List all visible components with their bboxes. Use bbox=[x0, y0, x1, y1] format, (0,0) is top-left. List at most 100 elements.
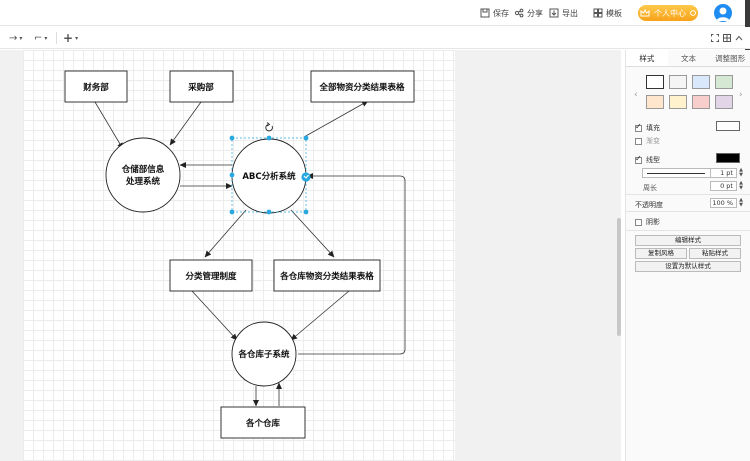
perimeter-stepper[interactable]: ▲▼ bbox=[739, 180, 743, 191]
fill-checkbox[interactable] bbox=[635, 122, 642, 132]
style-swatch[interactable] bbox=[669, 75, 687, 89]
resize-handle[interactable] bbox=[229, 209, 235, 215]
node-label: 财务部 bbox=[82, 82, 109, 93]
node-sub-system[interactable]: 各仓库子系统 bbox=[231, 321, 297, 387]
edge-each-subsystem[interactable] bbox=[290, 290, 350, 341]
connector-style-icon: ⌐ bbox=[34, 32, 43, 44]
perimeter-label: 周长 bbox=[643, 184, 657, 192]
resize-handle[interactable] bbox=[266, 135, 272, 141]
node-label: ABC分析系统 bbox=[242, 171, 296, 182]
fullscreen-icon bbox=[711, 34, 719, 42]
node-all-results[interactable]: 全部物资分类结果表格 bbox=[310, 70, 415, 103]
node-label: 处理系统 bbox=[125, 176, 161, 187]
node-warehouses[interactable]: 各个仓库 bbox=[220, 406, 306, 439]
edge-abc-each-results[interactable] bbox=[290, 209, 335, 258]
panel-divider bbox=[626, 211, 750, 212]
personal-center-button[interactable]: 个人中心 bbox=[638, 5, 698, 21]
vertical-scrollbar[interactable] bbox=[617, 218, 621, 336]
fill-label: 填充 bbox=[646, 124, 660, 132]
collapse-button[interactable] bbox=[735, 32, 743, 44]
line-width-input[interactable]: 1 pt bbox=[710, 168, 737, 178]
line-checkbox[interactable] bbox=[635, 154, 642, 164]
connect-handle[interactable] bbox=[301, 172, 311, 182]
style-swatch[interactable] bbox=[692, 95, 710, 109]
node-purchase[interactable]: 采购部 bbox=[169, 70, 234, 103]
opacity-stepper[interactable]: ▲▼ bbox=[739, 197, 743, 208]
node-finance[interactable]: 财务部 bbox=[64, 70, 128, 103]
edge-finance-storage[interactable] bbox=[94, 101, 124, 150]
chevron-right-icon[interactable]: › bbox=[739, 90, 743, 100]
edge-abc-classify[interactable] bbox=[204, 209, 247, 258]
flowchart[interactable]: 财务部 采购部 全部物资分类结果表格 仓储部信息 处理系统 ABC分析系统 bbox=[23, 50, 455, 461]
chevron-down-icon bbox=[690, 10, 696, 16]
fill-color-picker[interactable] bbox=[716, 121, 740, 131]
node-abc[interactable]: ABC分析系统 bbox=[231, 138, 307, 214]
export-button[interactable]: 导出 bbox=[549, 7, 578, 19]
canvas-area[interactable]: 财务部 采购部 全部物资分类结果表格 仓储部信息 处理系统 ABC分析系统 bbox=[0, 50, 621, 461]
shadow-label: 阴影 bbox=[646, 218, 660, 226]
share-label: 分享 bbox=[527, 8, 543, 18]
style-swatch[interactable] bbox=[646, 95, 664, 109]
chevron-left-icon[interactable]: ‹ bbox=[634, 90, 638, 100]
node-storage-info[interactable]: 仓储部信息 处理系统 bbox=[105, 137, 181, 213]
resize-handle[interactable] bbox=[266, 209, 272, 215]
arrow-style-dropdown[interactable]: → ▾ bbox=[9, 32, 22, 44]
chevron-up-icon bbox=[735, 35, 743, 41]
style-swatch[interactable] bbox=[692, 75, 710, 89]
diagram-page[interactable]: 财务部 采购部 全部物资分类结果表格 仓储部信息 处理系统 ABC分析系统 bbox=[23, 50, 455, 461]
tab-arrange[interactable]: 调整图形 bbox=[715, 54, 746, 63]
edge-purchase-storage[interactable] bbox=[169, 101, 202, 146]
selection-handles[interactable] bbox=[229, 122, 311, 215]
user-icon bbox=[716, 7, 730, 21]
resize-handle[interactable] bbox=[303, 135, 309, 141]
node-label: 分类管理制度 bbox=[185, 271, 237, 282]
set-default-style-button[interactable]: 设置为默认样式 bbox=[635, 261, 741, 272]
share-button[interactable]: 分享 bbox=[514, 7, 543, 19]
insert-dropdown[interactable]: + ▾ bbox=[63, 31, 78, 45]
fill-row: 填充 bbox=[635, 122, 660, 133]
resize-handle[interactable] bbox=[303, 209, 309, 215]
line-color-picker[interactable] bbox=[716, 153, 740, 163]
grid-toggle-button[interactable] bbox=[723, 32, 731, 44]
copy-style-button[interactable]: 复制风格 bbox=[635, 248, 687, 259]
fullscreen-button[interactable] bbox=[711, 32, 719, 44]
perimeter-input[interactable]: 0 pt bbox=[710, 181, 737, 191]
template-button[interactable]: 模板 bbox=[593, 7, 622, 19]
panel-divider bbox=[626, 230, 750, 231]
template-label: 模板 bbox=[606, 8, 622, 18]
edge-classify-subsystem[interactable] bbox=[191, 290, 238, 341]
toolbar-divider bbox=[56, 32, 57, 44]
export-label: 导出 bbox=[562, 8, 578, 18]
style-swatch[interactable] bbox=[669, 95, 687, 109]
tab-text[interactable]: 文本 bbox=[681, 54, 696, 63]
format-panel: 样式 文本 调整图形 ‹ › 填充 渐变 线型 ▼ 1 pt ▲▼ 周长 0 p… bbox=[625, 50, 750, 461]
style-swatch[interactable] bbox=[715, 95, 733, 109]
chevron-down-icon: ▾ bbox=[44, 34, 48, 42]
avatar[interactable] bbox=[714, 4, 732, 22]
save-icon bbox=[480, 8, 490, 18]
export-icon bbox=[549, 8, 559, 18]
paste-style-button[interactable]: 粘贴样式 bbox=[689, 248, 741, 259]
line-label: 线型 bbox=[646, 156, 660, 164]
rotate-icon[interactable] bbox=[265, 122, 273, 132]
opacity-input[interactable]: 100 % bbox=[710, 198, 737, 208]
node-label: 仓储部信息 bbox=[121, 164, 165, 175]
style-swatch[interactable] bbox=[646, 75, 664, 89]
edge-abc-all-results[interactable] bbox=[303, 100, 369, 138]
gradient-checkbox[interactable] bbox=[635, 137, 642, 145]
resize-handle[interactable] bbox=[229, 172, 235, 178]
shadow-checkbox[interactable] bbox=[635, 218, 642, 226]
node-classify[interactable]: 分类管理制度 bbox=[169, 259, 253, 292]
resize-handle[interactable] bbox=[229, 135, 235, 141]
edge-subsystem-abc-loop[interactable] bbox=[298, 173, 406, 355]
panel-tabs: 样式 文本 调整图形 bbox=[626, 50, 750, 67]
style-swatch[interactable] bbox=[715, 75, 733, 89]
edit-style-button[interactable]: 编辑样式 bbox=[635, 235, 741, 246]
gradient-row: 渐变 bbox=[635, 136, 660, 146]
save-button[interactable]: 保存 bbox=[480, 7, 509, 19]
connector-style-dropdown[interactable]: ⌐ ▾ bbox=[34, 32, 47, 44]
tab-style[interactable]: 样式 bbox=[626, 50, 668, 66]
node-each-results[interactable]: 各仓库物资分类结果表格 bbox=[273, 259, 381, 292]
line-width-stepper[interactable]: ▲▼ bbox=[739, 167, 743, 178]
node-label: 各仓库子系统 bbox=[237, 349, 290, 360]
